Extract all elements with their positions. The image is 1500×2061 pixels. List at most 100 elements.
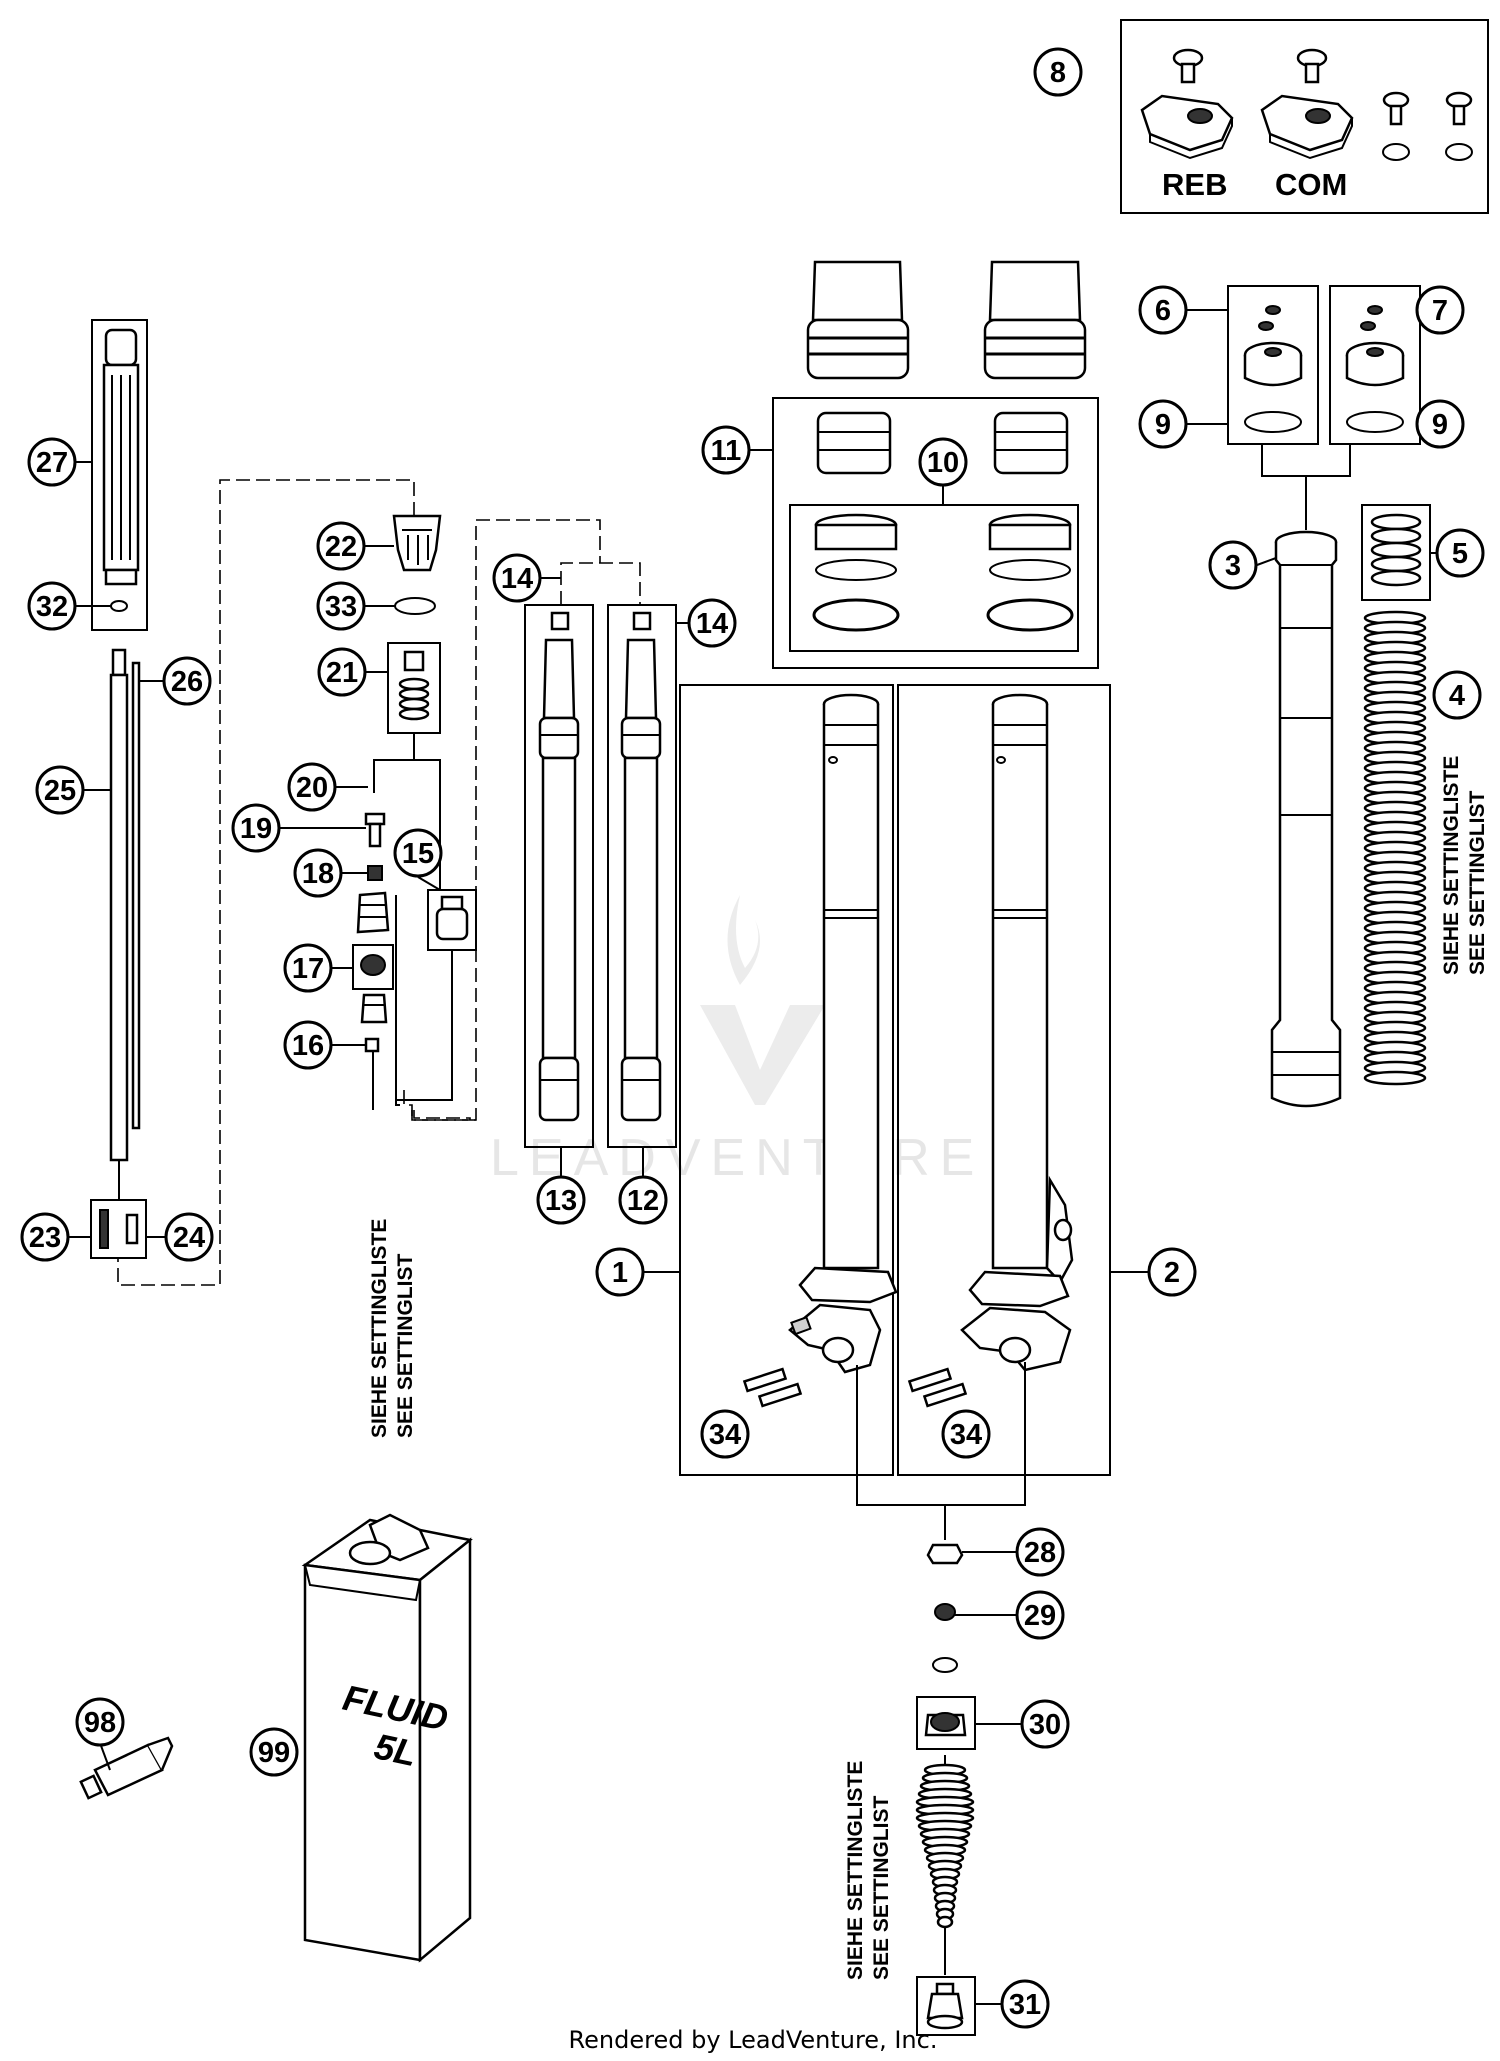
part-98-grease-tube [79, 1736, 174, 1800]
callout-circle [283, 943, 333, 993]
callout-number: 32 [36, 591, 68, 623]
callout-27: 27 [27, 437, 77, 487]
callout-16: 16 [283, 1020, 333, 1070]
washer-icon [932, 1657, 958, 1673]
callout-15: 15 [393, 828, 443, 878]
callout-99: 99 [249, 1727, 299, 1777]
fork-cap-right [983, 260, 1087, 380]
callout-30: 30 [1020, 1699, 1070, 1749]
callout-9: 9 [1138, 399, 1188, 449]
callout-number: 23 [29, 1222, 61, 1254]
callout-number: 27 [36, 447, 68, 479]
shim-disc [936, 1915, 954, 1929]
com-label: COM [1275, 167, 1347, 202]
part-2-outer-tube-right [897, 684, 1148, 1476]
callout-number: 15 [402, 838, 434, 870]
callout-number: 19 [240, 813, 272, 845]
callout-28: 28 [1015, 1527, 1065, 1577]
callout-circle [316, 521, 366, 571]
screw-icon [1296, 48, 1328, 84]
part-18-nut [367, 865, 383, 881]
settings-en-text: SEE SETTINGLIST [870, 1795, 893, 1980]
callout-number: 13 [545, 1185, 577, 1217]
callout-circle [1020, 1699, 1070, 1749]
callout-circle [1415, 285, 1465, 335]
part-23-24-adapters [69, 1199, 165, 1259]
callout-4: 4 [1432, 670, 1482, 720]
callout-circle [536, 1175, 586, 1225]
part-12-damper-rod [607, 604, 688, 1176]
dashed-leaders-center [117, 479, 601, 1286]
callout-circle [1015, 1590, 1065, 1640]
callout-6: 6 [1138, 285, 1188, 335]
callout-circle [293, 848, 343, 898]
callout-23: 23 [20, 1212, 70, 1262]
callout-number: 9 [1155, 409, 1171, 441]
part-19-bolt [280, 812, 386, 848]
screw-icon [1172, 48, 1204, 84]
callout-circle [1015, 1527, 1065, 1577]
part-5-spring [1361, 504, 1436, 601]
bushing-icon [816, 411, 892, 475]
callout-14: 14 [687, 598, 737, 648]
bushing-icon [993, 411, 1069, 475]
callout-number: 26 [171, 666, 203, 698]
part-99-fluid-can: FLUID 5L [301, 1513, 473, 1963]
callout-circle [317, 647, 367, 697]
callout-number: 5 [1452, 538, 1468, 570]
callout-circle [27, 581, 77, 631]
callout-25: 25 [35, 765, 85, 815]
callout-circle [164, 1212, 214, 1262]
callout-number: 28 [1024, 1537, 1056, 1569]
shim-stack [915, 1755, 975, 1975]
callout-number: 10 [927, 447, 959, 479]
callout-number: 34 [709, 1419, 741, 1451]
callout-circle [1000, 1979, 1050, 2029]
part-28-nut [926, 1543, 1016, 1565]
callout-number: 3 [1225, 550, 1241, 582]
part-29-nut [934, 1603, 1016, 1621]
callout-number: 18 [302, 858, 334, 890]
spring-coil [1363, 1070, 1427, 1086]
top-cap-left [1243, 305, 1303, 433]
fluid-volume-label: 5L [371, 1725, 421, 1774]
callout-18: 18 [293, 848, 343, 898]
callout-19: 19 [231, 803, 281, 853]
callout-number: 14 [501, 563, 533, 595]
settings-note-shims: SIEHE SETTINGLISTE SEE SETTINGLIST [844, 1761, 893, 1980]
callout-34: 34 [700, 1409, 750, 1459]
callout-7: 7 [1415, 285, 1465, 335]
part-11-bushings-box [750, 397, 1099, 669]
callout-circle [918, 437, 968, 487]
callout-14: 14 [492, 553, 542, 603]
part-15-valve [417, 876, 477, 951]
callout-number: 22 [325, 531, 357, 563]
callout-circle [35, 765, 85, 815]
callout-22: 22 [316, 521, 366, 571]
part-8-adjuster-kit: REB COM [1120, 19, 1489, 214]
compression-knob-icon [1260, 94, 1354, 160]
callout-29: 29 [1015, 1590, 1065, 1640]
callout-circle [316, 581, 366, 631]
top-cap-right [1345, 305, 1405, 433]
callout-number: 4 [1449, 680, 1465, 712]
callout-number: 11 [711, 435, 742, 467]
screw-icon [1382, 91, 1410, 126]
callout-circle [162, 656, 212, 706]
callout-8: 8 [1033, 47, 1083, 97]
callout-number: 29 [1024, 1600, 1056, 1632]
callout-number: 31 [1009, 1989, 1041, 2021]
callout-number: 1 [612, 1257, 628, 1289]
callout-number: 34 [950, 1419, 982, 1451]
callout-number: 21 [326, 657, 358, 689]
part-32-oring [110, 600, 128, 612]
callout-circle [231, 803, 281, 853]
callout-13: 13 [536, 1175, 586, 1225]
callout-circle [249, 1727, 299, 1777]
callout-34: 34 [941, 1409, 991, 1459]
part-22-basket [365, 514, 442, 572]
callout-circle [20, 1212, 70, 1262]
callout-9: 9 [1415, 399, 1465, 449]
